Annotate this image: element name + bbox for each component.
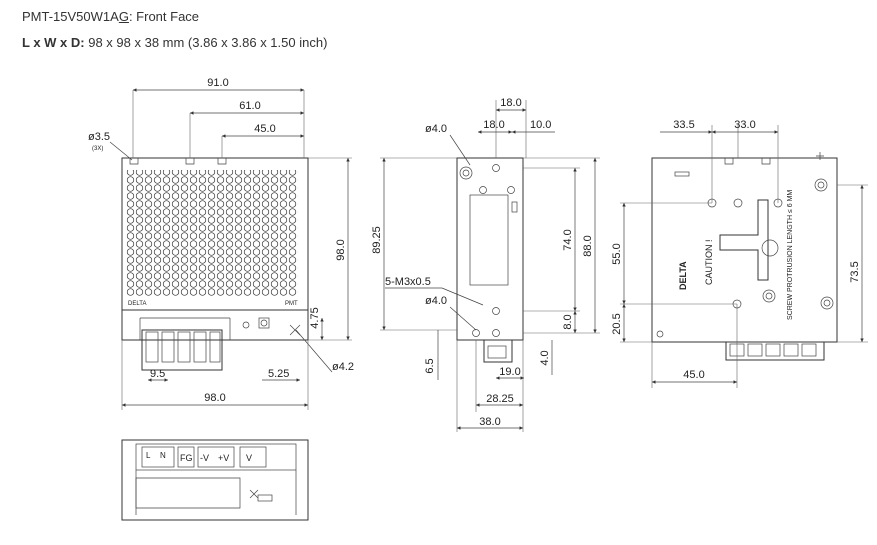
side-dim-4-0-a: ø4.0 — [425, 123, 447, 135]
back-screw-note: SCREW PROTRUSION LENGTH ≤ 6 MM — [787, 190, 794, 320]
dim-61: 61.0 — [239, 100, 260, 112]
side-dim-38: 38.0 — [479, 416, 500, 428]
front-pmt-label: PMT — [285, 301, 298, 307]
dim-98-width: 98.0 — [204, 392, 225, 404]
side-view: 18.0 18.0 10.0 ø4.0 89.25 74.0 88.0 5-M3… — [371, 97, 600, 432]
dim-5-25: 5.25 — [268, 368, 289, 380]
back-dim-20-5: 20.5 — [611, 313, 623, 334]
back-dim-33-5: 33.5 — [673, 119, 694, 131]
side-dim-4-0-b: ø4.0 — [425, 295, 447, 307]
front-view: DELTA PMT 91.0 61.0 45.0 ø3.5 (3X) 98.0 … — [88, 77, 354, 410]
terminal-label-n: N — [160, 451, 166, 460]
vent-holes — [126, 170, 298, 296]
terminal-label-fg: FG — [180, 453, 193, 463]
dimensions-line: L x W x D: 98 x 98 x 38 mm (3.86 x 3.86 … — [22, 35, 328, 50]
dim-hole-dia: ø3.5 — [88, 131, 110, 143]
back-caution: CAUTION ! — [704, 239, 714, 285]
side-dim-18-top: 18.0 — [500, 97, 521, 109]
model-title: PMT-15V50W1AG: Front Face — [22, 9, 200, 24]
dim-91: 91.0 — [207, 77, 228, 89]
dim-45: 45.0 — [254, 123, 275, 135]
terminal-label-l: L — [146, 451, 151, 460]
dim-4-75: 4.75 — [309, 307, 321, 328]
terminal-label-v-adj: V — [246, 453, 252, 463]
terminal-body — [121, 439, 309, 521]
terminal-label-minus-v: -V — [200, 453, 209, 463]
side-body — [456, 157, 524, 341]
side-screw-spec: 5-M3x0.5 — [385, 276, 431, 288]
side-dim-6-5: 6.5 — [424, 358, 436, 373]
side-dim-10: 10.0 — [530, 119, 551, 131]
terminal-block — [141, 329, 223, 371]
back-brand: DELTA — [678, 261, 688, 290]
side-dim-8: 8.0 — [562, 314, 574, 329]
side-dim-4: 4.0 — [539, 350, 551, 365]
side-dim-74: 74.0 — [562, 229, 574, 250]
back-dim-55: 55.0 — [611, 243, 623, 264]
side-dim-88: 88.0 — [582, 235, 594, 256]
dim-98-height: 98.0 — [335, 239, 347, 260]
back-dim-45: 45.0 — [683, 369, 704, 381]
back-dim-73-5: 73.5 — [849, 261, 861, 282]
dim-hole-qty: (3X) — [92, 146, 103, 152]
dim-9-5: 9.5 — [150, 368, 165, 380]
back-view: DELTA CAUTION ! SCREW PROTRUSION LENGTH … — [611, 119, 868, 388]
terminal-view: L N FG -V +V V — [121, 439, 309, 521]
dim-4-2: ø4.2 — [332, 361, 354, 373]
front-brand: DELTA — [128, 301, 146, 307]
side-dim-18: 18.0 — [483, 119, 504, 131]
side-dim-28-25: 28.25 — [486, 393, 514, 405]
back-dim-33: 33.0 — [734, 119, 755, 131]
terminal-label-plus-v: +V — [218, 453, 229, 463]
side-dim-19: 19.0 — [499, 366, 520, 378]
side-dim-89-25: 89.25 — [371, 226, 383, 254]
